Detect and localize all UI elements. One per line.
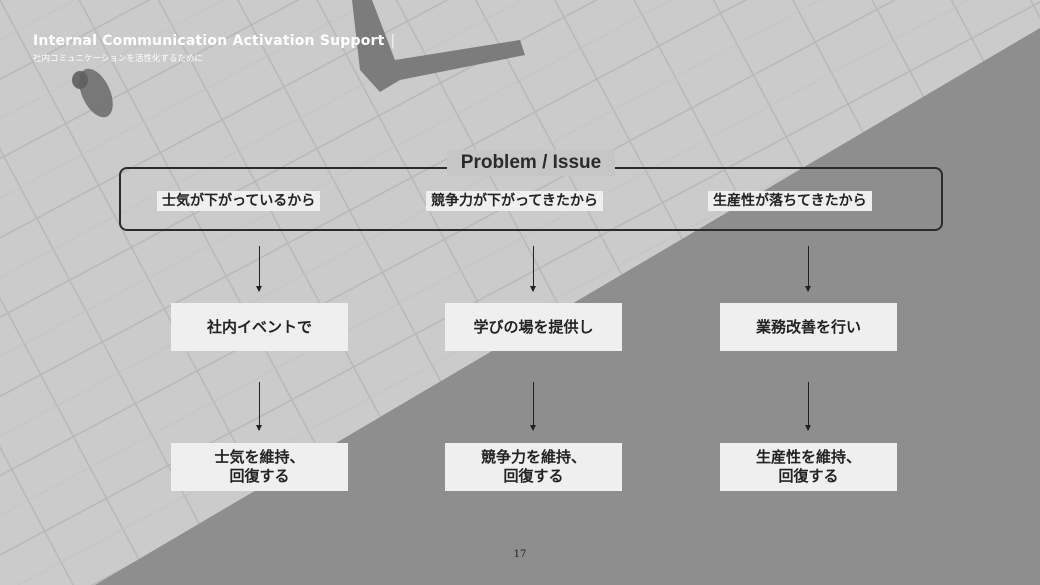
- outcome-line: 回復する: [756, 467, 861, 486]
- problem-title-text: Problem / Issue: [457, 152, 605, 173]
- outcome-box-competitiveness: 競争力を維持、 回復する: [445, 443, 622, 491]
- outcome-line: 回復する: [214, 467, 304, 486]
- outcome-line: 競争力を維持、: [481, 448, 586, 467]
- cause-competitiveness: 競争力が下がってきたから: [426, 191, 603, 211]
- cause-morale: 士気が下がっているから: [157, 191, 320, 211]
- header: Internal Communication Activation Suppor…: [33, 33, 395, 64]
- outcome-box-morale: 士気を維持、 回復する: [171, 443, 348, 491]
- action-label: 業務改善を行い: [756, 318, 861, 337]
- page-number: 17: [0, 549, 1040, 560]
- outcome-line: 回復する: [481, 467, 586, 486]
- arrow-down: [259, 246, 260, 291]
- arrow-down: [808, 246, 809, 291]
- arrow-down: [533, 246, 534, 291]
- outcome-line: 生産性を維持、: [756, 448, 861, 467]
- arrow-down: [808, 382, 809, 430]
- action-label: 社内イベントで: [207, 318, 312, 337]
- action-box-improvement: 業務改善を行い: [720, 303, 897, 351]
- arrow-down: [259, 382, 260, 430]
- outcome-box-productivity: 生産性を維持、 回復する: [720, 443, 897, 491]
- title-separator: |: [391, 33, 396, 49]
- action-label: 学びの場を提供し: [473, 318, 593, 337]
- arrow-down: [533, 382, 534, 430]
- cause-productivity: 生産性が落ちてきたから: [708, 191, 872, 211]
- presentation-subtitle: 社内コミュニケーションを活性化するために: [33, 52, 395, 64]
- presentation-title: Internal Communication Activation Suppor…: [33, 33, 395, 49]
- outcome-line: 士気を維持、: [214, 448, 304, 467]
- title-text: Internal Communication Activation Suppor…: [33, 33, 385, 49]
- problem-title: Problem / Issue: [447, 150, 615, 176]
- action-box-learning: 学びの場を提供し: [445, 303, 622, 351]
- action-box-events: 社内イベントで: [171, 303, 348, 351]
